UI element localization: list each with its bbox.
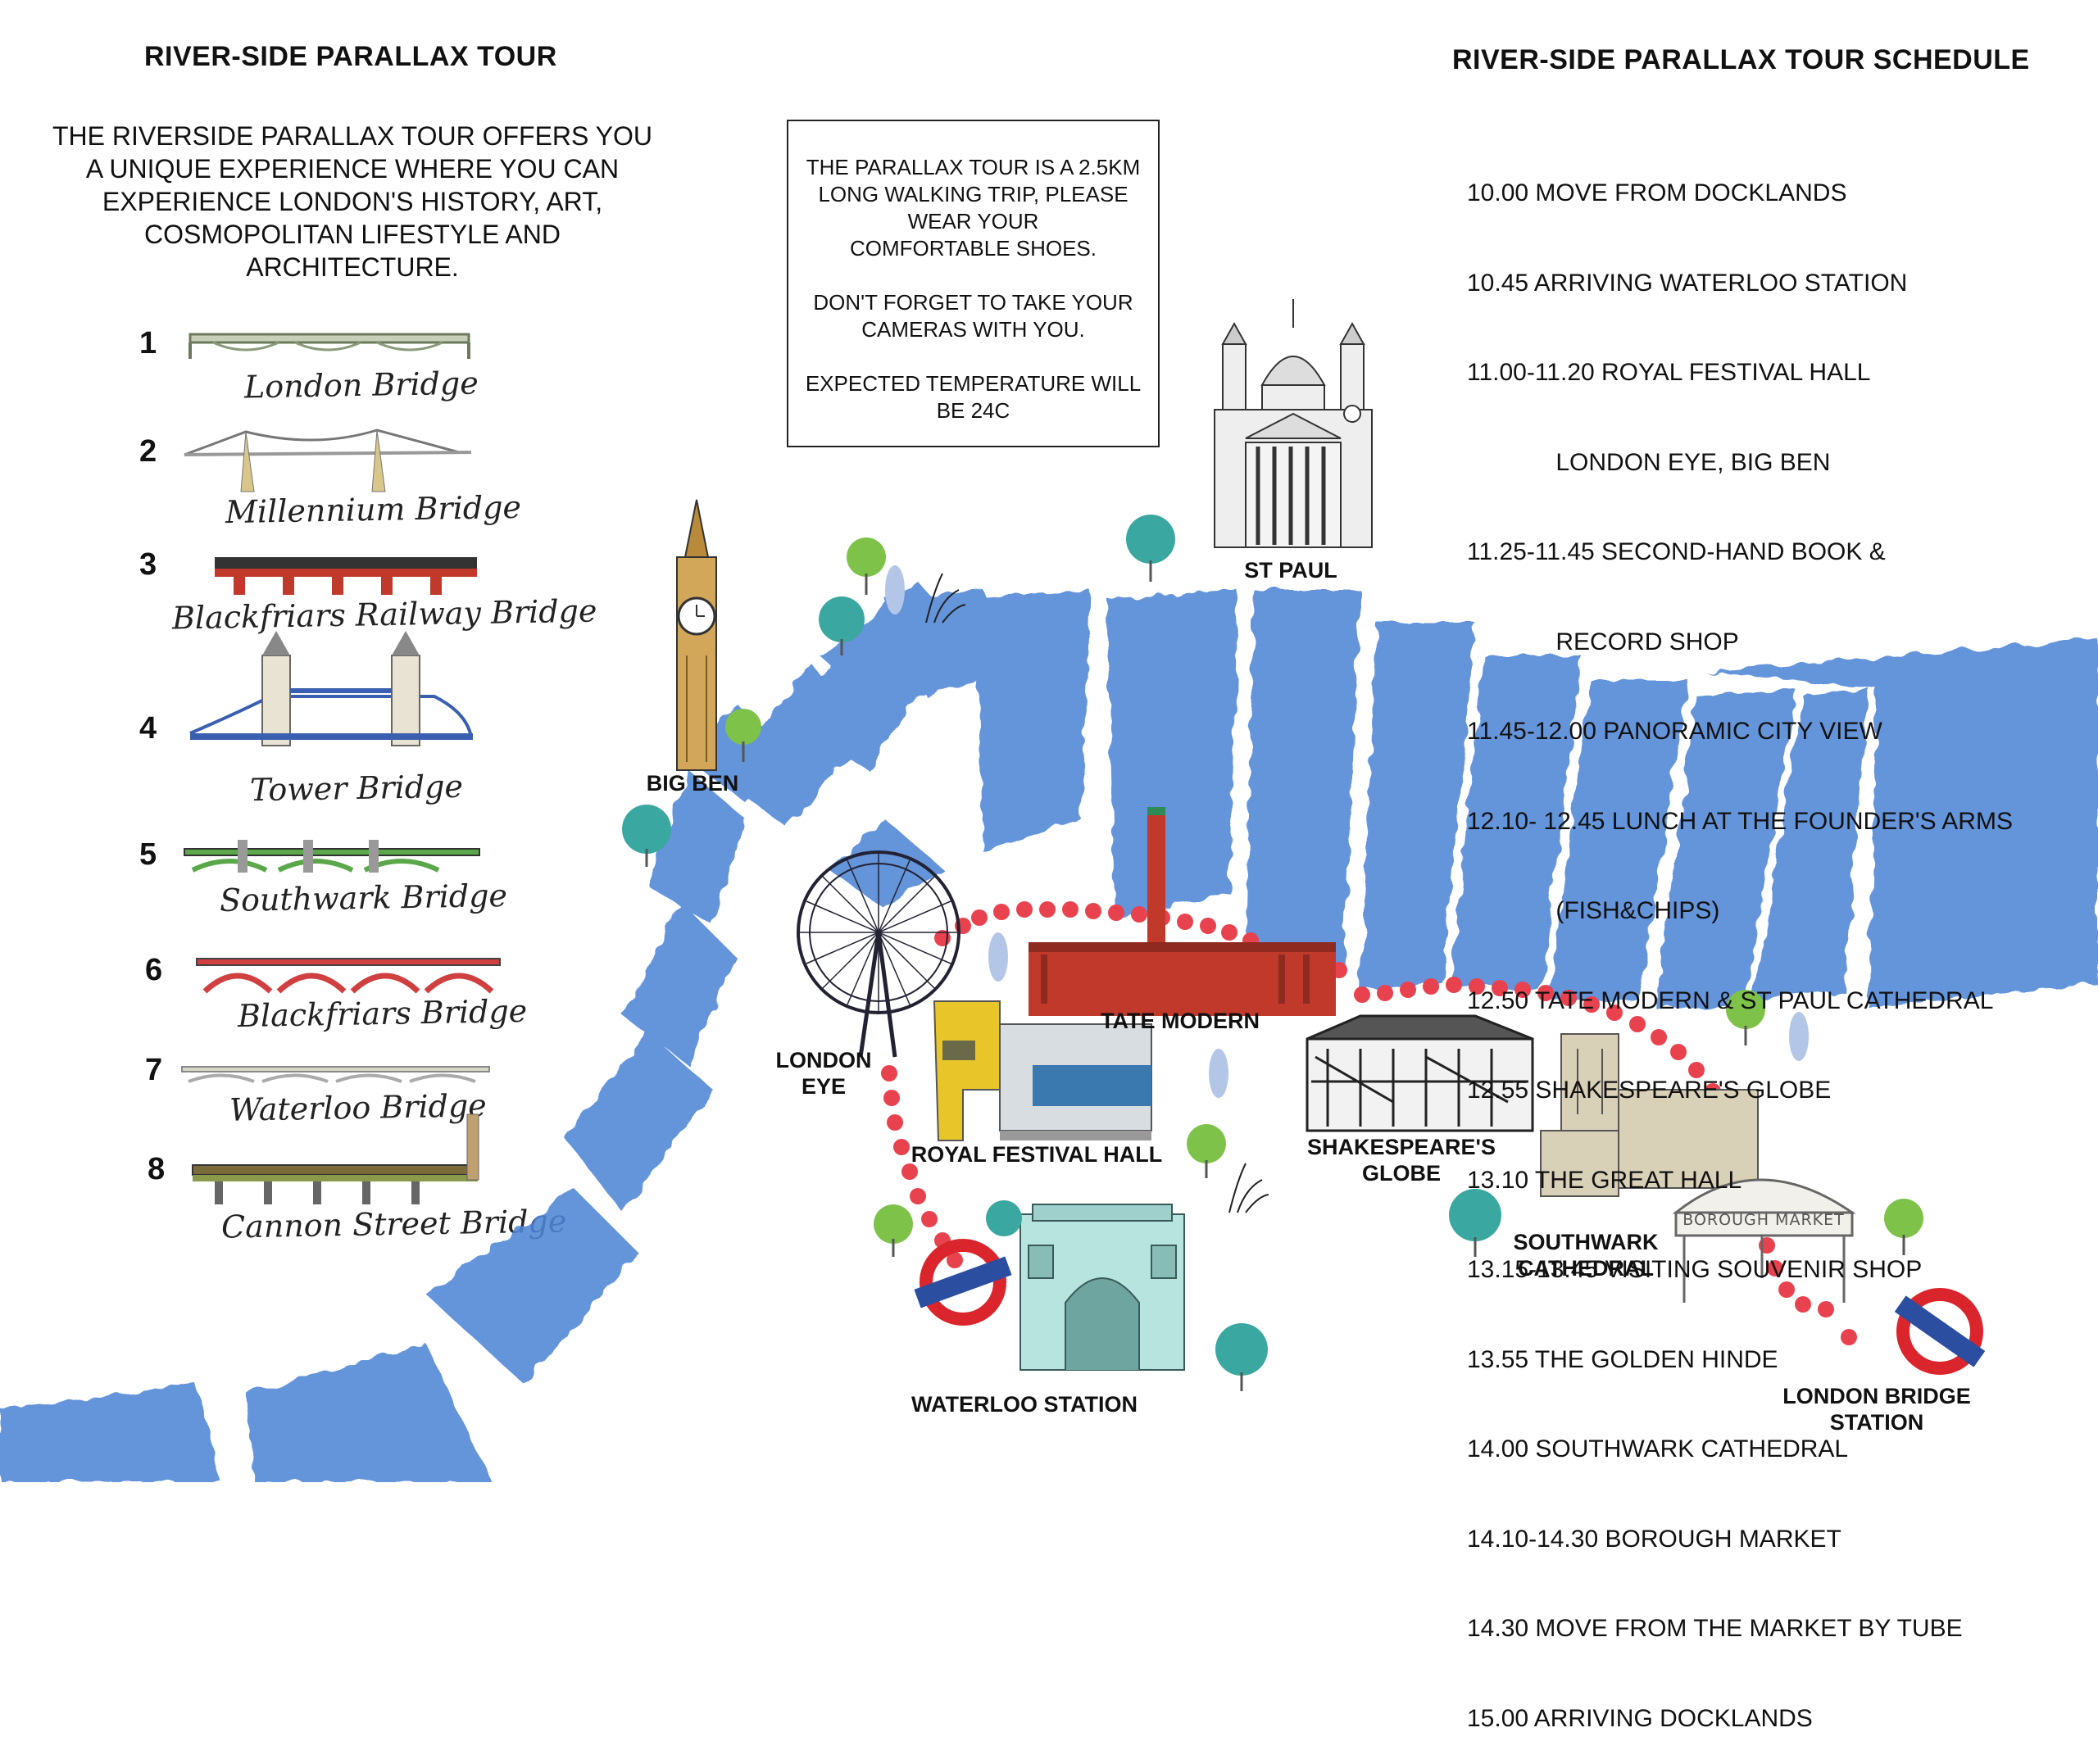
info-line: BE 24C — [936, 398, 1010, 423]
bridge-drawing-tower — [189, 631, 473, 746]
schedule-item: 13.10 THE GREAT HALL — [1467, 1166, 1742, 1194]
bridge-number: 7 — [145, 1053, 163, 1087]
info-box: THE PARALLAX TOUR IS A 2.5KM LONG WALKIN… — [787, 120, 1160, 447]
label-line: STATION — [1829, 1410, 1924, 1435]
label-st-paul: ST PAUL — [1244, 558, 1337, 583]
schedule-item: 12.10- 12.45 LUNCH AT THE FOUNDER'S ARMS — [1467, 807, 2013, 835]
intro-line: THE RIVERSIDE PARALLAX TOUR OFFERS YOU — [52, 121, 653, 151]
schedule-item: 14.00 SOUTHWARK CATHEDRAL — [1467, 1435, 1849, 1462]
shakespeares-globe-illustration — [1306, 1014, 1534, 1132]
schedule-item: 11.25-11.45 SECOND-HAND BOOK & — [1467, 538, 1886, 565]
bridge-number: 2 — [139, 434, 157, 469]
intro-text: THE RIVERSIDE PARALLAX TOUR OFFERS YOU A… — [49, 120, 656, 283]
london-eye-illustration — [797, 850, 960, 1058]
bridge-drawing-southwark — [184, 840, 480, 873]
label-london-eye: LONDON EYE — [762, 1047, 885, 1100]
label-shakespeares-globe: SHAKESPEARE'S GLOBE — [1307, 1135, 1496, 1186]
trees — [622, 515, 1923, 1391]
intro-line: EXPERIENCE LONDON'S HISTORY, ART, — [102, 187, 603, 216]
bridge-drawing-blackfriars-railway — [215, 557, 477, 595]
info-line: COMFORTABLE SHOES. — [850, 236, 1097, 261]
schedule-item: 13.15-13.45 VISITING SOUVENIR SHOP — [1467, 1256, 1923, 1283]
label-big-ben: BIG BEN — [646, 771, 739, 796]
intro-line: COSMOPOLITAN LIFESTYLE AND — [144, 220, 561, 249]
bridge-drawing-london — [188, 333, 470, 359]
intro-line: ARCHITECTURE. — [246, 252, 459, 282]
map-illustration — [0, 299, 2098, 1482]
schedule-item: (FISH&CHIPS) — [1467, 897, 1720, 924]
label-london-bridge-station: LONDON BRIDGE STATION — [1770, 1383, 1983, 1435]
label-line: EYE — [801, 1074, 847, 1099]
bridge-number: 6 — [145, 953, 163, 987]
label-line: LONDON BRIDGE — [1782, 1384, 1971, 1408]
schedule-item: 11.45-12.00 PANORAMIC CITY VIEW — [1467, 718, 1882, 745]
tube-sign-london-bridge — [1894, 1288, 1986, 1375]
schedule-item: 10.00 MOVE FROM DOCKLANDS — [1467, 179, 1847, 206]
label-line: CATHEDRAL — [1518, 1256, 1654, 1281]
tate-modern-illustration — [1029, 807, 1336, 1016]
southwark-cathedral-illustration — [1540, 1033, 1759, 1197]
big-ben-illustration — [676, 499, 717, 771]
info-line: EXPECTED TEMPERATURE WILL — [805, 371, 1142, 396]
info-paragraph-cameras: DON'T FORGET TO TAKE YOUR CAMERAS WITH Y… — [803, 289, 1143, 343]
borough-market-sign: BOROUGH MARKET — [1682, 1211, 1845, 1229]
schedule-item: 15.00 ARRIVING DOCKLANDS — [1467, 1704, 1813, 1732]
waterloo-station-illustration — [1019, 1204, 1185, 1371]
bridge-drawing-blackfriars — [196, 958, 501, 994]
borough-market-illustration — [1672, 1178, 1856, 1303]
label-line: LONDON — [775, 1048, 872, 1072]
st-paul-illustration — [1214, 299, 1373, 548]
bridge-number: 5 — [139, 837, 157, 872]
info-paragraph-temperature: EXPECTED TEMPERATURE WILL BE 24C — [803, 370, 1143, 424]
info-line: CAMERAS WITH YOU. — [861, 317, 1085, 342]
bridge-number: 8 — [148, 1152, 166, 1186]
schedule-list: 10.00 MOVE FROM DOCKLANDS 10.45 ARRIVING… — [1467, 119, 2013, 1764]
schedule-item: 14.10-14.30 BOROUGH MARKET — [1467, 1525, 1841, 1553]
schedule-title: RIVER-SIDE PARALLAX TOUR SCHEDULE — [1452, 44, 2030, 75]
schedule-item: RECORD SHOP — [1467, 628, 1739, 655]
bridge-number: 4 — [139, 711, 157, 746]
schedule-item: 14.30 MOVE FROM THE MARKET BY TUBE — [1467, 1615, 1963, 1642]
bridge-drawing-waterloo — [181, 1066, 490, 1083]
label-waterloo-station: WATERLOO STATION — [911, 1392, 1138, 1417]
bridge-drawing-cannon-street — [192, 1113, 479, 1204]
royal-festival-hall-illustration — [933, 1000, 1152, 1141]
schedule-item: 13.55 THE GOLDEN HINDE — [1467, 1345, 1778, 1373]
schedule-item: 12.50 TATE MODERN & ST PAUL CATHEDRAL — [1467, 986, 1994, 1014]
grass-tufts — [925, 573, 1269, 1213]
info-line: DON'T FORGET TO TAKE YOUR — [813, 290, 1133, 315]
info-line: LONG WALKING TRIP, PLEASE — [818, 182, 1128, 206]
schedule-item: 11.00-11.20 ROYAL FESTIVAL HALL — [1467, 359, 1871, 386]
info-paragraph-shoes: THE PARALLAX TOUR IS A 2.5KM LONG WALKIN… — [803, 154, 1143, 262]
river-thames — [0, 582, 2098, 1482]
label-line: SOUTHWARK — [1513, 1230, 1659, 1254]
bridge-drawing-millennium — [184, 429, 472, 492]
schedule-item: 10.45 ARRIVING WATERLOO STATION — [1467, 269, 1908, 297]
intro-line: A UNIQUE EXPERIENCE WHERE YOU CAN — [85, 154, 620, 184]
bridge-number: 1 — [139, 326, 157, 361]
schedule-item: 12.55 SHAKESPEARE'S GLOBE — [1467, 1077, 1832, 1104]
info-line: WEAR YOUR — [907, 209, 1039, 234]
label-tate-modern: TATE MODERN — [1101, 1009, 1260, 1033]
bridge-number: 3 — [139, 547, 157, 582]
info-line: THE PARALLAX TOUR IS A 2.5KM — [806, 155, 1141, 179]
label-royal-festival-hall: ROYAL FESTIVAL HALL — [910, 1142, 1163, 1167]
label-southwark-cathedral: SOUTHWARK CATHEDRAL — [1492, 1229, 1680, 1281]
tour-title: RIVER-SIDE PARALLAX TOUR — [144, 41, 557, 72]
tube-sign-waterloo — [914, 1239, 1012, 1326]
schedule-item: LONDON EYE, BIG BEN — [1467, 448, 1831, 476]
